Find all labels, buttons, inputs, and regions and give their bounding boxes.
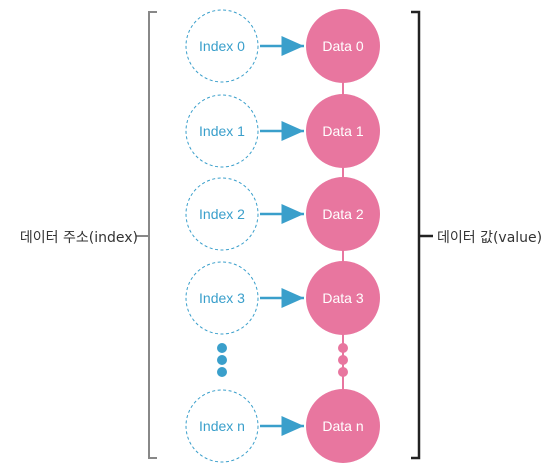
right-label-data-value: 데이터 값(value) bbox=[437, 230, 543, 246]
data-node-2 bbox=[306, 177, 380, 251]
data-label-0: Data 0 bbox=[322, 38, 363, 54]
index-label-0: Index 0 bbox=[199, 38, 245, 54]
data-node-3 bbox=[306, 261, 380, 335]
data-ellipsis-dot-2 bbox=[338, 355, 348, 365]
index-node-n bbox=[185, 389, 259, 463]
index-ellipsis-dot-3 bbox=[217, 367, 227, 377]
left-bracket bbox=[148, 11, 157, 459]
index-node-2 bbox=[185, 177, 259, 251]
index-label-1: Index 1 bbox=[199, 123, 245, 139]
data-label-2: Data 2 bbox=[322, 206, 363, 222]
data-ellipsis-dot-1 bbox=[338, 343, 348, 353]
data-label-1: Data 1 bbox=[322, 123, 363, 139]
data-ellipsis-dot-3 bbox=[338, 367, 348, 377]
data-label-n: Data n bbox=[322, 418, 363, 434]
data-node-0 bbox=[306, 9, 380, 83]
index-ellipsis-dot-2 bbox=[217, 355, 227, 365]
index-label-2: Index 2 bbox=[199, 206, 245, 222]
right-bracket bbox=[411, 10, 421, 460]
data-label-3: Data 3 bbox=[322, 290, 363, 306]
index-node-0 bbox=[185, 9, 259, 83]
data-node-n bbox=[306, 389, 380, 463]
index-label-n: Index n bbox=[199, 418, 245, 434]
index-node-1 bbox=[185, 94, 259, 168]
index-ellipsis-dot-1 bbox=[217, 343, 227, 353]
index-node-3 bbox=[185, 261, 259, 335]
left-label-index-address: 데이터 주소(index) bbox=[19, 230, 138, 246]
data-node-1 bbox=[306, 94, 380, 168]
index-label-3: Index 3 bbox=[199, 290, 245, 306]
